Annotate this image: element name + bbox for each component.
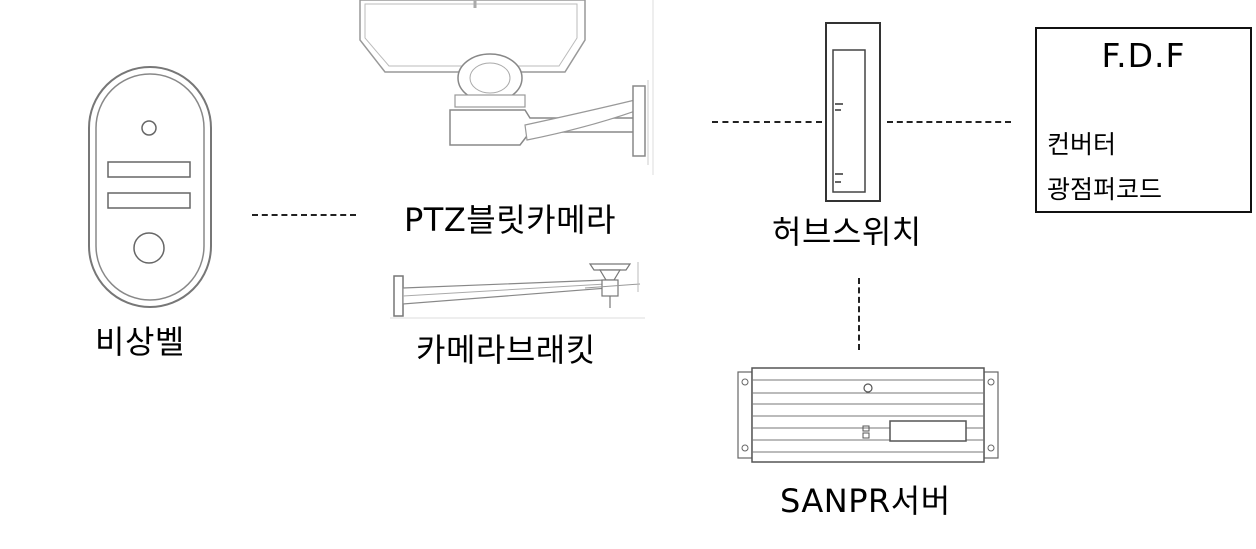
camera-bracket-label: 카메라브래킷 — [416, 331, 596, 369]
hub-switch-icon — [825, 22, 881, 202]
hub-switch-label: 허브스위치 — [772, 213, 922, 251]
connection-bell-camera — [252, 214, 356, 216]
fdf-box: F.D.F 컨버터 광점퍼코드 — [1035, 27, 1252, 213]
emergency-bell-label: 비상벨 — [95, 323, 185, 361]
ptz-camera-icon — [359, 0, 654, 175]
connection-hub-fdf — [887, 121, 1011, 123]
fdf-line-patch-cord: 광점퍼코드 — [1047, 175, 1163, 204]
connection-camera-hub — [712, 121, 822, 123]
ptz-camera-label: PTZ블릿카메라 — [404, 201, 616, 239]
emergency-bell-icon — [88, 66, 212, 308]
sanpr-server-icon — [737, 367, 999, 463]
fdf-title: F.D.F — [1101, 36, 1186, 75]
sanpr-server-label: SANPR서버 — [780, 482, 951, 520]
camera-bracket-icon — [390, 262, 645, 319]
fdf-line-converter: 컨버터 — [1047, 130, 1117, 159]
connection-hub-server — [858, 278, 860, 350]
